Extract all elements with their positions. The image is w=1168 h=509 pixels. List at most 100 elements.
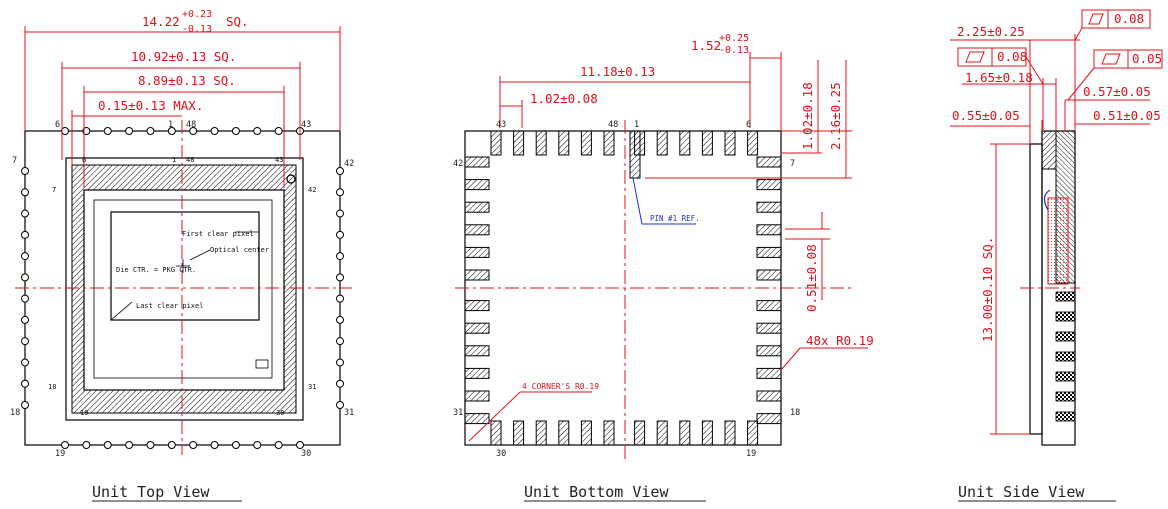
bottom-pad xyxy=(756,322,782,334)
dim-cavity: 10.92±0.13 SQ. xyxy=(131,49,236,64)
pin-label-b30: 30 xyxy=(496,449,506,459)
pin-label-inner-43: 43 xyxy=(275,156,283,164)
top-leadframe-ring xyxy=(71,164,297,414)
top-castellation xyxy=(336,209,344,218)
bottom-pad xyxy=(513,420,525,446)
top-castellation xyxy=(336,379,344,388)
side-lead xyxy=(1055,411,1076,422)
bottom-pad xyxy=(656,130,668,156)
bottom-pad xyxy=(724,420,736,446)
dim-overall-minus: -0.13 xyxy=(182,24,212,35)
pin-label-inner-7: 7 xyxy=(52,186,56,194)
bottom-pad xyxy=(756,269,782,281)
bottom-pad xyxy=(634,420,646,446)
label-optical-center: Optical center xyxy=(210,246,269,254)
bottom-pad xyxy=(756,413,782,425)
pin-label-inner-31: 31 xyxy=(308,383,316,391)
dim-edge-plus: +0.25 xyxy=(719,33,749,44)
top-pin1-mark xyxy=(286,174,296,184)
bottom-pad xyxy=(756,390,782,402)
top-castellation xyxy=(21,230,29,239)
top-castellation xyxy=(21,209,29,218)
flatness-frame-3: 0.05 xyxy=(1067,49,1163,101)
bottom-pad xyxy=(464,179,490,191)
pin-label-b1: 1 xyxy=(634,120,639,130)
top-castellation xyxy=(274,441,283,449)
top-active-area xyxy=(110,211,260,321)
pin-label-inner-18: 18 xyxy=(48,383,56,391)
flatness-value-1: 0.08 xyxy=(1114,11,1144,26)
pin-label-outer-18: 18 xyxy=(10,408,20,418)
dim-side-d: 0.57±0.05 xyxy=(1083,84,1151,99)
pin-label-inner-30: 30 xyxy=(276,409,284,417)
top-castellation xyxy=(146,127,155,135)
bottom-pad xyxy=(464,390,490,402)
top-castellation xyxy=(336,294,344,303)
dim-side-a: 2.25±0.25 xyxy=(957,24,1025,39)
bottom-pad xyxy=(756,156,782,168)
bottom-pad xyxy=(490,130,502,156)
bottom-pad xyxy=(756,201,782,213)
label-first-pixel: First clear pixel xyxy=(182,230,254,238)
top-castellation xyxy=(189,441,198,449)
bottom-pads xyxy=(464,130,782,446)
top-castellation xyxy=(61,441,69,449)
top-seal-ring xyxy=(65,157,304,421)
side-view: 2.25±0.25 1.65±0.18 0.55±0.05 0.57±0.05 … xyxy=(950,9,1163,502)
top-castellation xyxy=(125,127,134,135)
top-castellation xyxy=(336,188,344,197)
pin-label-outer-1: 1 xyxy=(168,120,173,130)
flatness-value-2: 0.08 xyxy=(997,49,1027,64)
bottom-pad xyxy=(558,420,570,446)
pin-label-outer-31: 31 xyxy=(344,408,354,418)
top-cavity xyxy=(83,189,285,391)
dim-pad-len: 1.02±0.18 xyxy=(800,82,815,150)
dim-overall-plus: +0.23 xyxy=(182,9,212,20)
top-castellation xyxy=(336,401,344,409)
pin-label-b6: 6 xyxy=(746,120,751,130)
bottom-pad xyxy=(603,420,615,446)
pin-label-inner-48: 48 xyxy=(186,156,194,164)
top-castellation xyxy=(231,127,240,135)
side-lead xyxy=(1055,371,1076,382)
pin-label-outer-7: 7 xyxy=(12,156,17,166)
pin-label-b43: 43 xyxy=(496,120,506,130)
top-castellation xyxy=(336,358,344,367)
bottom-pad xyxy=(603,130,615,156)
top-castellation xyxy=(21,358,29,367)
bottom-pad xyxy=(679,130,691,156)
side-lead xyxy=(1055,311,1076,322)
top-castellation xyxy=(336,337,344,346)
pin-label-outer-6: 6 xyxy=(55,120,60,130)
top-castellation xyxy=(189,127,198,135)
side-lead xyxy=(1055,351,1076,362)
pin-label-b48: 48 xyxy=(608,120,618,130)
top-castellation xyxy=(274,127,283,135)
bottom-view: 11.18±0.13 1.02±0.08 1.52 +0.25 -0.13 1.… xyxy=(453,33,874,502)
top-castellation xyxy=(21,315,29,324)
bottom-pad xyxy=(679,420,691,446)
last-pixel-leader xyxy=(110,301,133,321)
side-die xyxy=(1047,197,1069,285)
pin-label-inner-19: 19 xyxy=(80,409,88,417)
bottom-pad xyxy=(756,345,782,357)
dim-pad-w: 0.51±0.08 xyxy=(804,244,819,312)
dim-pitch-span: 11.18±0.13 xyxy=(580,64,655,79)
bottom-pad xyxy=(464,413,490,425)
bottom-pad xyxy=(464,345,490,357)
top-castellation xyxy=(253,441,262,449)
top-castellation xyxy=(231,441,240,449)
side-lead xyxy=(1055,331,1076,342)
pin-label-b18: 18 xyxy=(790,408,800,418)
pin-label-outer-43: 43 xyxy=(301,120,311,130)
bottom-pad xyxy=(756,300,782,312)
bottom-pad xyxy=(464,300,490,312)
flatness-frame-1: 0.08 xyxy=(1074,9,1151,41)
caption-bottom-view: Unit Bottom View xyxy=(524,483,669,501)
bottom-pad xyxy=(756,367,782,379)
side-lead xyxy=(1055,291,1076,302)
dim-edge-minus: -0.13 xyxy=(719,45,749,56)
pin-label-outer-42: 42 xyxy=(344,159,354,169)
top-die xyxy=(93,199,273,379)
bottom-pad xyxy=(535,130,547,156)
